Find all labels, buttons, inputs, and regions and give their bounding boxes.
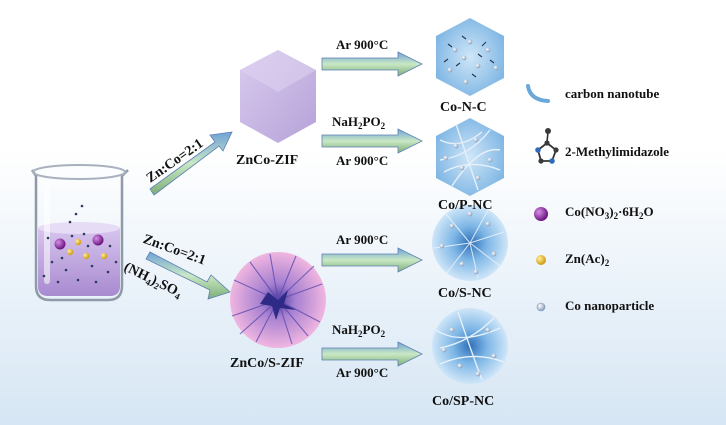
beaker-rim [32, 164, 126, 180]
ligand-dots [42, 204, 118, 284]
beaker-glass [30, 169, 129, 302]
arrow-row-1 [321, 51, 423, 77]
zn-salt-particle [100, 252, 108, 260]
product-label-co-p-nc: Co/P-NC [438, 198, 493, 213]
beaker [30, 164, 129, 302]
legend-label-cobalt-nitrate: Co(NO3)2·6H2O [565, 204, 654, 221]
arrow-to-zif [149, 131, 233, 196]
co-salt-particle [92, 234, 104, 246]
solution-surface [38, 222, 120, 234]
condition-phosphide-row2: NaH2PO2 [332, 114, 386, 131]
product-label-co-sp-nc: Co/SP-NC [432, 394, 495, 409]
product-label-co-s-nc: Co/S-NC [438, 286, 492, 301]
condition-ar-row4: Ar 900°C [336, 365, 389, 380]
zn-salt-particle [82, 252, 90, 260]
legend-cobalt-nitrate-icon [534, 207, 548, 221]
legend-label-carbon-nanotube: carbon nanotube [565, 86, 660, 101]
co-s-nc-product [432, 205, 508, 281]
product-label-co-n-c: Co-N-C [440, 100, 487, 115]
co-salt-particle [54, 238, 66, 250]
legend-carbon-nanotube-icon [526, 84, 550, 103]
beaker-glare [44, 180, 50, 284]
legend-label-co-nanoparticle: Co nanoparticle [565, 298, 655, 313]
legend-label-zinc-acetate: Zn(Ac)2 [565, 251, 610, 268]
znco-zif-label: ZnCo-ZIF [236, 153, 299, 168]
condition-phosphide-row4: NaH2PO2 [332, 322, 386, 339]
legend-2-methylimidazole-icon [535, 128, 559, 164]
condition-ar-row1: Ar 900°C [336, 37, 389, 52]
legend-co-nanoparticle-icon [536, 302, 546, 312]
znco-zif-crystal [240, 50, 316, 143]
condition-ar-row2: Ar 900°C [336, 153, 389, 168]
legend-zinc-acetate-icon [536, 255, 546, 265]
arrow-row-3 [321, 247, 423, 273]
condition-ar-row3: Ar 900°C [336, 232, 389, 247]
legend-label-2-methylimidazole: 2-Methylimidazole [565, 144, 669, 159]
znco-s-zif-label: ZnCo/S-ZIF [230, 356, 304, 371]
co-sp-nc-product [432, 308, 508, 384]
znco-s-zif-particle [230, 252, 326, 348]
co-p-nc-product [436, 118, 504, 196]
arrow-row-2 [321, 128, 423, 154]
beaker-solution [38, 228, 120, 296]
zn-salt-particle [66, 248, 74, 256]
arrow-row-4 [321, 341, 423, 367]
zn-salt-particle [74, 238, 82, 246]
arrow-to-s-zif [145, 251, 231, 300]
co-n-c-product [436, 18, 504, 96]
